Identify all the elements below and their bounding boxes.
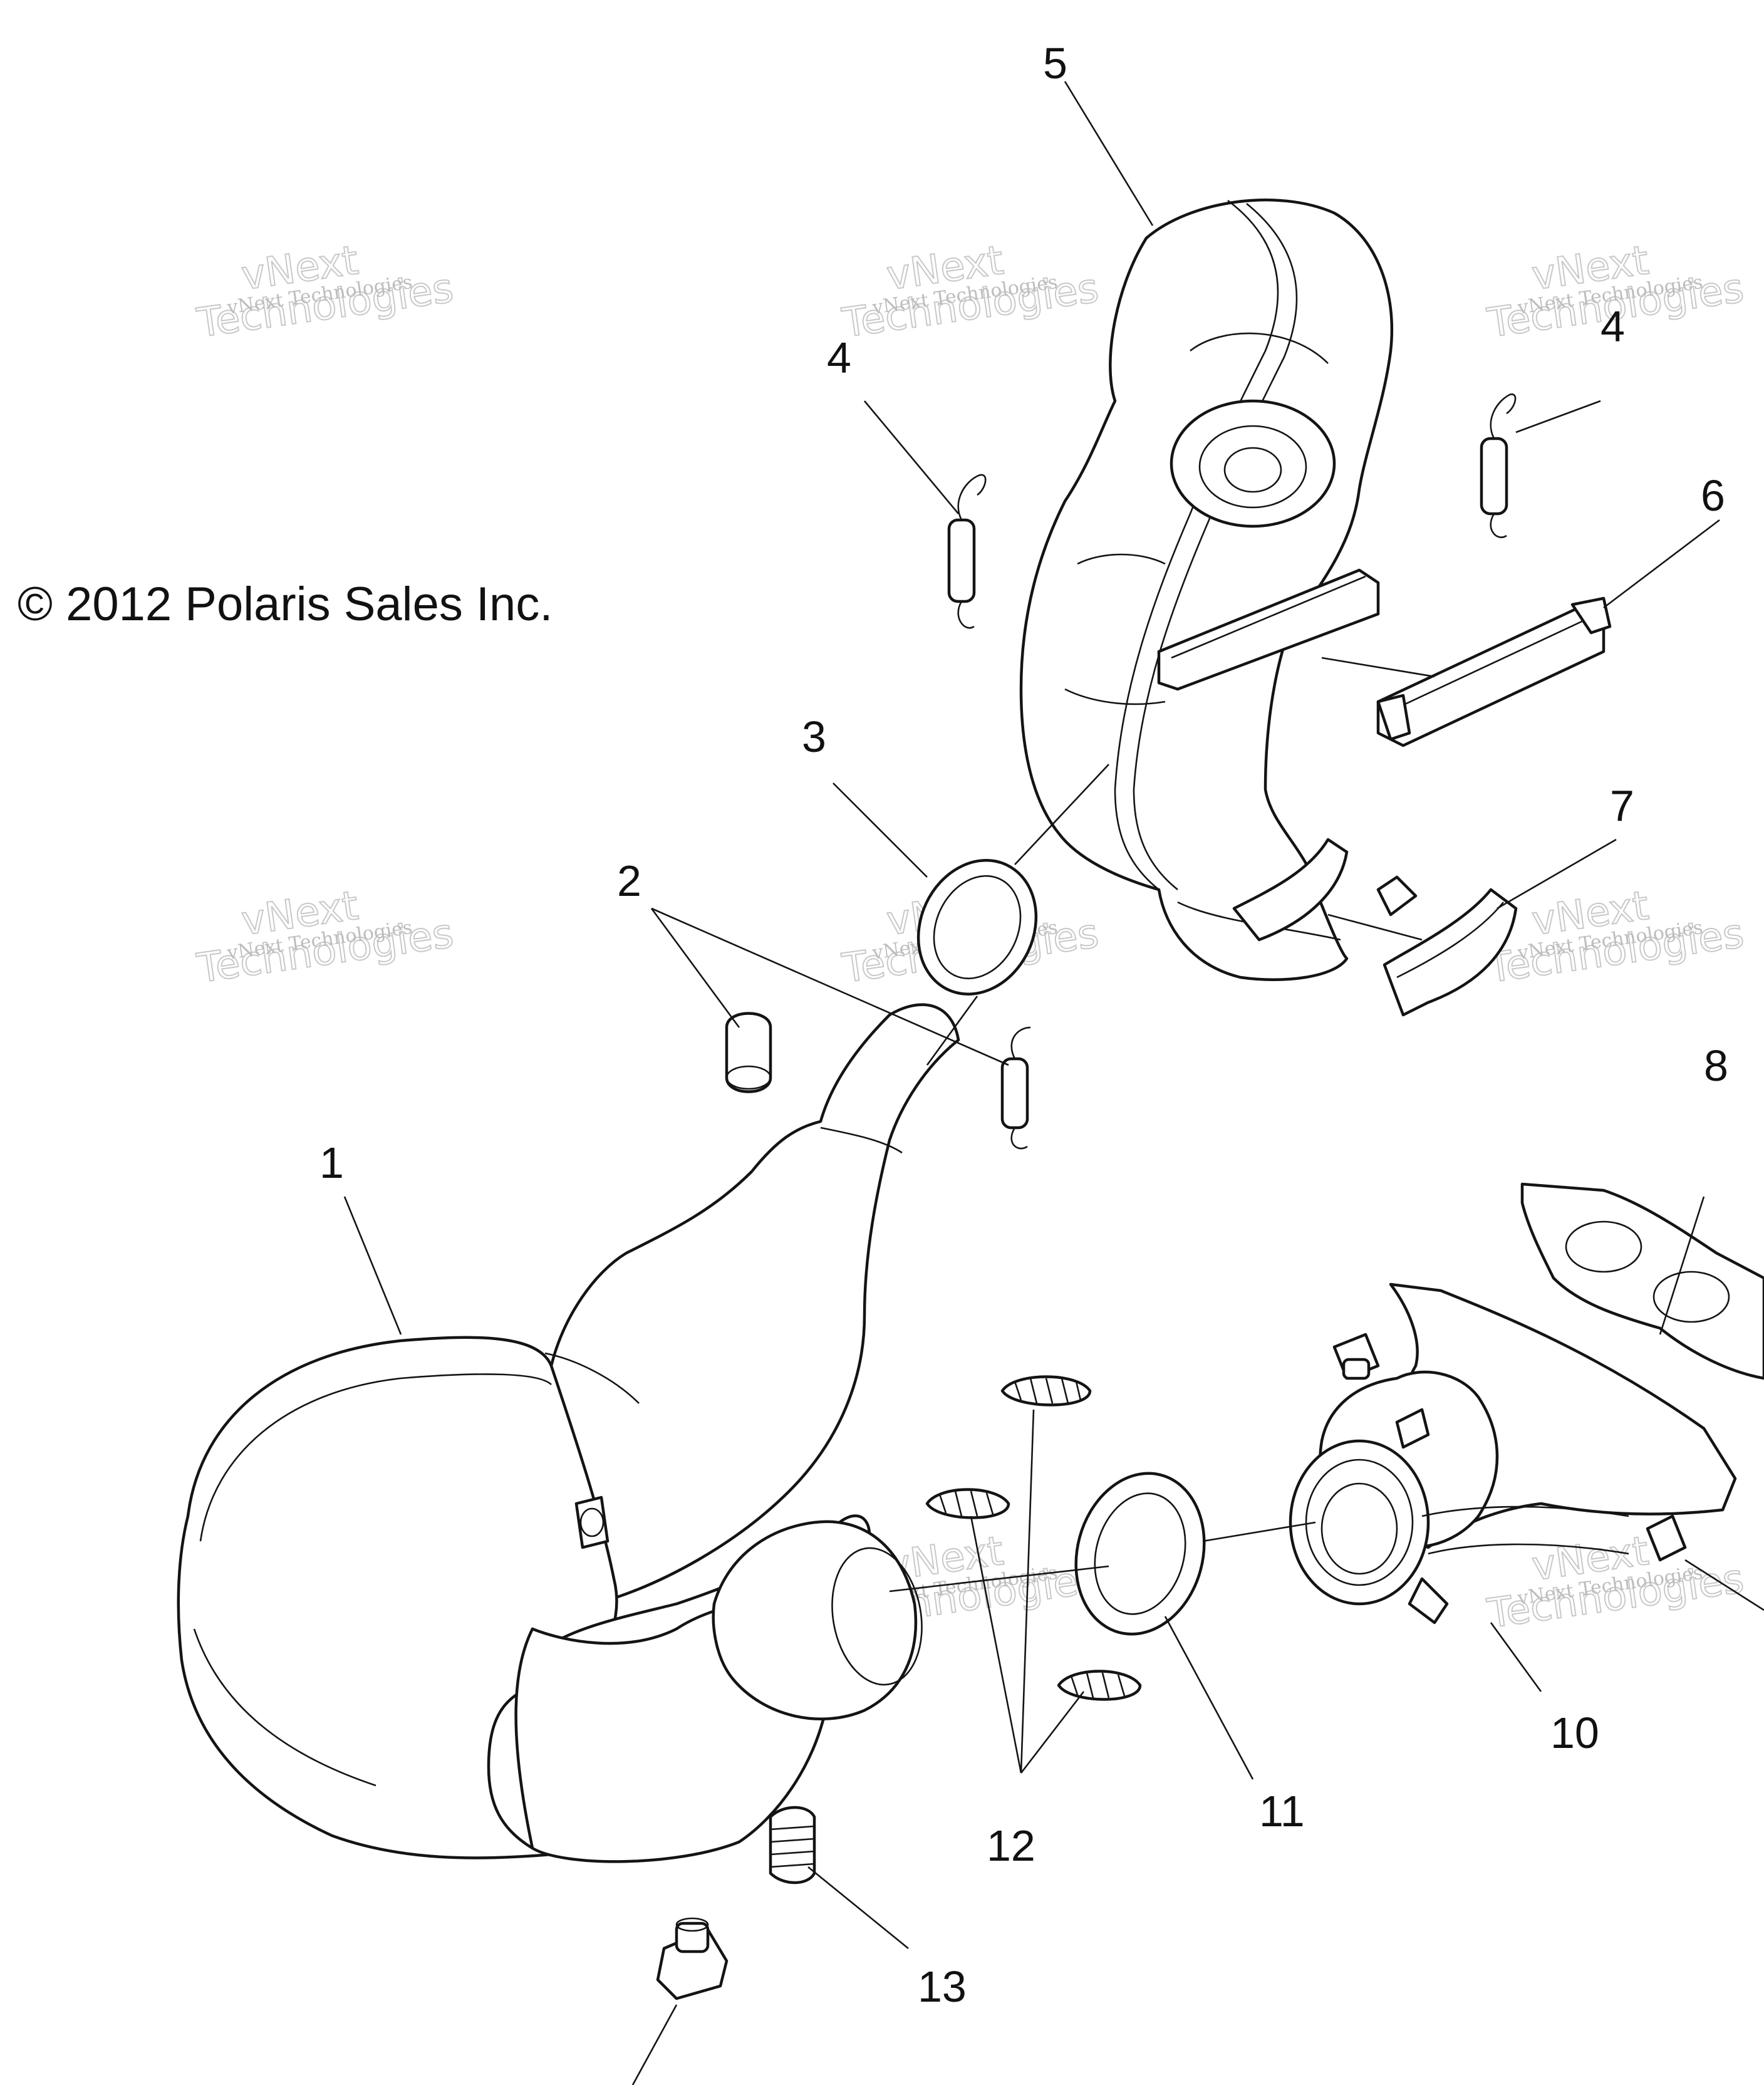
callout-13: 13	[918, 1962, 967, 2011]
callout-numbers: 5 4 4 6 7 3 2 1 8 10 11 12 13	[319, 39, 1728, 2011]
callout-7: 7	[1610, 781, 1634, 830]
callout-6: 6	[1701, 471, 1725, 520]
part-1-muffler	[177, 1003, 960, 1863]
part-7-clip	[1376, 875, 1518, 1017]
part-4-spring-right	[1480, 393, 1517, 538]
part-12-spring-top	[1000, 1375, 1092, 1406]
part-8-gasket	[1520, 1182, 1764, 1380]
callout-4-right: 4	[1601, 302, 1625, 351]
part-12-spring-bottom	[1057, 1670, 1142, 1701]
leader-lines	[343, 81, 1764, 2085]
callout-2: 2	[617, 856, 641, 905]
part-3-gasket-ring	[916, 859, 1038, 996]
callout-11: 11	[1259, 1787, 1305, 1836]
shield-mounted-clip	[1232, 838, 1349, 942]
watermark-6: Technologies vNext vNext Technologies	[1484, 882, 1747, 993]
manifold-bolt-top	[1332, 1333, 1380, 1380]
part-4-spring-left	[947, 474, 987, 629]
part-5-heat-shield	[1019, 198, 1394, 981]
watermark-4: Technologies vNext vNext Technologies	[194, 882, 457, 993]
callout-10: 10	[1550, 1708, 1599, 1757]
shield-mounted-bracket	[1157, 568, 1380, 691]
manifold-bolt-right	[1646, 1514, 1687, 1562]
part-2-spring	[1000, 1026, 1031, 1150]
copyright-notice: © 2012 Polaris Sales Inc.	[18, 578, 553, 631]
watermark-1: Technologies vNext vNext Technologies	[194, 237, 457, 348]
callout-5: 5	[1043, 39, 1067, 88]
part-12-spring-middle	[925, 1488, 1010, 1519]
callout-1: 1	[319, 1138, 344, 1187]
watermark-2: Technologies vNext vNext Technologies	[839, 237, 1102, 348]
callout-12: 12	[987, 1821, 1035, 1870]
callout-3: 3	[802, 712, 826, 761]
part-6-bracket	[1376, 596, 1612, 747]
part-2-spacer	[725, 1012, 772, 1093]
part-11-seal-ring	[1074, 1472, 1206, 1636]
part-13-spring	[769, 1806, 816, 1885]
watermark-9: Technologies vNext vNext Technologies	[1484, 1527, 1747, 1638]
callout-4-left: 4	[827, 333, 851, 382]
part-10-manifold	[1289, 1282, 1737, 1625]
callout-8: 8	[1704, 1041, 1728, 1090]
drain-plug	[656, 1917, 729, 2000]
